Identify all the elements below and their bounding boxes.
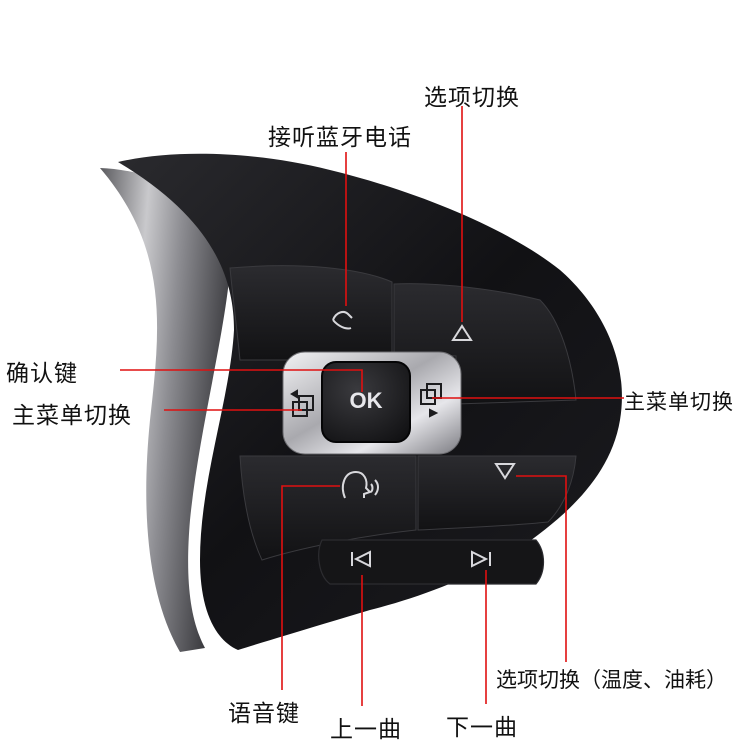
phone-icon (332, 311, 353, 330)
label-answer-call: 接听蓝牙电话 (268, 125, 412, 151)
label-option-up: 选项切换 (424, 85, 520, 111)
label-voice: 语音键 (228, 701, 300, 727)
track-rocker (318, 539, 545, 585)
label-option-down: 选项切换（温度、油耗） (496, 668, 727, 692)
triangle-down-icon (494, 463, 516, 480)
ok-button-shape (321, 361, 411, 443)
label-confirm: 确认键 (6, 361, 78, 387)
menu-switch-icon-right (420, 383, 442, 418)
label-prev-track: 上一曲 (330, 717, 402, 743)
menu-switch-icon-left (290, 389, 314, 417)
voice-command-icon (341, 470, 379, 499)
skip-next-icon (471, 550, 491, 568)
label-main-menu-right: 主菜单切换 (624, 390, 734, 414)
label-next-track: 下一曲 (446, 715, 518, 741)
leader-lines (120, 106, 624, 706)
ok-button[interactable]: OK (346, 388, 386, 418)
skip-previous-icon (351, 550, 371, 568)
ok-button-label: OK (349, 388, 383, 413)
label-main-menu-left: 主菜单切换 (12, 403, 132, 429)
triangle-up-icon (451, 324, 473, 341)
